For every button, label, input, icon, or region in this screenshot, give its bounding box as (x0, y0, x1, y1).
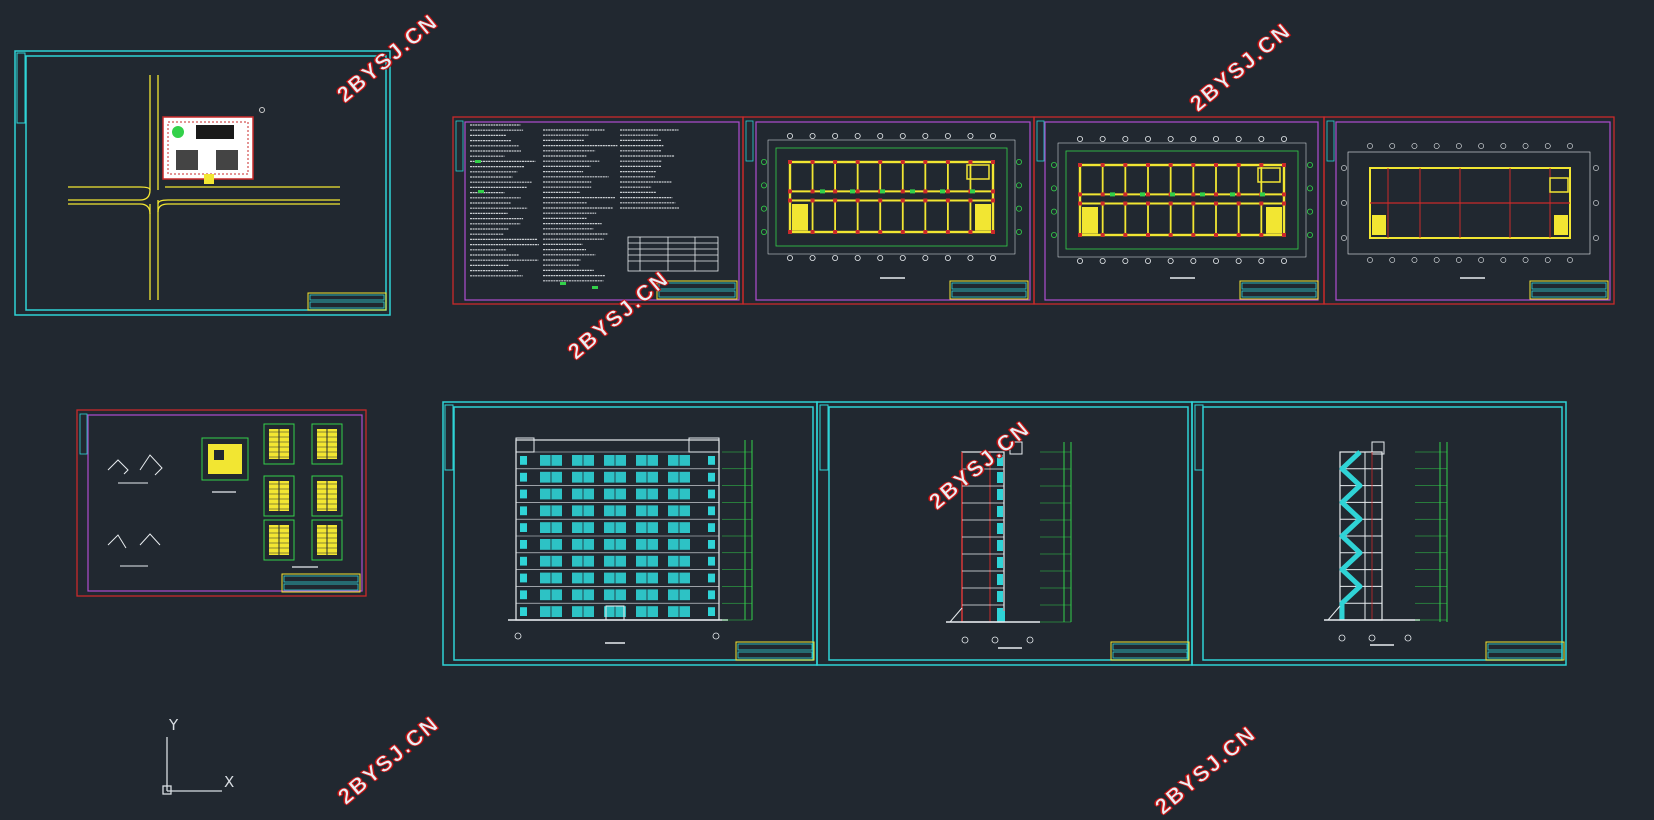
title-block (1110, 641, 1190, 661)
sheet-side-elevation[interactable] (816, 401, 1193, 666)
title-block (1529, 280, 1609, 300)
notes-text-lines (470, 124, 679, 289)
sheet-front-elevation[interactable] (442, 401, 818, 666)
sheet-details[interactable] (76, 409, 367, 597)
ucs-axis-icon (162, 737, 222, 795)
ucs-x-label: X (224, 773, 235, 791)
ucs-y-label: Y (169, 716, 179, 734)
sheet-floor-plan-2[interactable] (1033, 116, 1325, 305)
floor-plan-drawing (761, 132, 1023, 261)
title-block (735, 641, 815, 661)
road-lines (68, 75, 340, 300)
title-block (281, 573, 361, 593)
sheet-floor-plan-1[interactable] (742, 116, 1035, 305)
title-block (307, 292, 387, 311)
sheet-roof-plan[interactable] (1323, 116, 1615, 305)
site-building (162, 107, 265, 184)
sheet-site-plan[interactable] (14, 50, 391, 316)
sheet-design-notes[interactable] (452, 116, 744, 305)
title-block (1485, 641, 1565, 661)
roof-plan-drawing (1341, 143, 1599, 263)
side-elevation-drawing (946, 441, 1072, 644)
floor-plan-drawing (1051, 135, 1314, 264)
detail-plan (201, 437, 249, 493)
title-block (656, 280, 738, 300)
title-block (1239, 280, 1319, 300)
section-drawing (1324, 441, 1448, 642)
front-elevation-drawing (508, 437, 753, 640)
notes-table (627, 236, 719, 272)
title-block (949, 280, 1029, 300)
sheet-section[interactable] (1191, 401, 1567, 666)
detail-railing (107, 454, 163, 567)
